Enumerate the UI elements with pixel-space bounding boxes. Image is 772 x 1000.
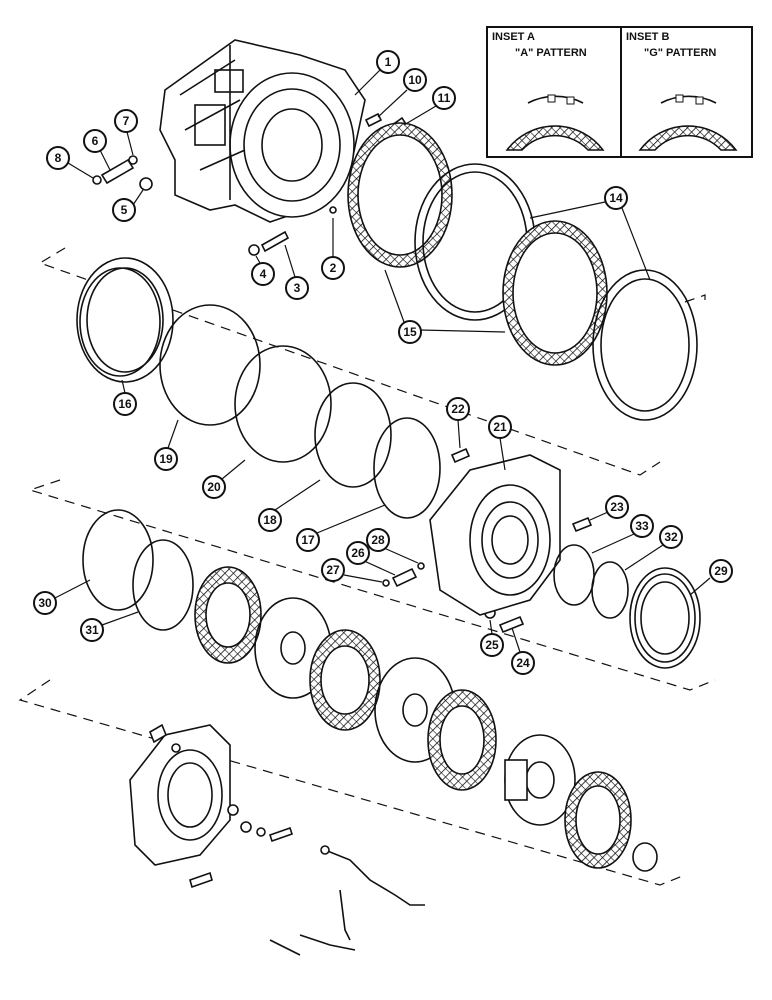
svg-text:8: 8 xyxy=(55,151,62,165)
inset-a-friction-segment xyxy=(505,125,605,151)
svg-text:26: 26 xyxy=(351,546,365,560)
svg-text:22: 22 xyxy=(451,402,465,416)
svg-text:11: 11 xyxy=(438,91,451,105)
callout-11: 11 xyxy=(403,86,456,126)
svg-text:7: 7 xyxy=(123,114,130,128)
callout-27: 27 xyxy=(321,558,383,583)
callout-29: 29 xyxy=(689,559,733,596)
callout-28: 28 xyxy=(366,528,419,564)
callout-6: 6 xyxy=(83,129,111,171)
washer-8 xyxy=(92,175,102,185)
bolt-24 xyxy=(498,615,525,634)
svg-text:6: 6 xyxy=(92,134,99,148)
callout-25: 25 xyxy=(480,619,504,657)
inset-b-pattern: "G" PATTERN xyxy=(644,47,716,59)
clutch-plates-upper xyxy=(347,122,698,421)
callout-19: 19 xyxy=(154,419,179,471)
svg-text:32: 32 xyxy=(664,530,678,544)
callout-8: 8 xyxy=(46,146,94,179)
clutch-pack-lower xyxy=(82,509,497,791)
piston-housing xyxy=(429,454,561,616)
dowel-2 xyxy=(329,206,337,214)
callout-32: 32 xyxy=(624,525,683,571)
callout-18: 18 xyxy=(258,479,321,532)
washer-4 xyxy=(248,244,260,256)
callout-10: 10 xyxy=(377,68,427,118)
svg-text:2: 2 xyxy=(330,261,337,275)
svg-text:33: 33 xyxy=(635,519,649,533)
svg-text:29: 29 xyxy=(714,564,728,578)
svg-text:28: 28 xyxy=(371,533,385,547)
svg-text:21: 21 xyxy=(493,420,507,434)
inset-a-title: INSET A xyxy=(492,31,535,43)
svg-text:20: 20 xyxy=(207,480,221,494)
transmission-housing xyxy=(159,39,366,223)
svg-text:4: 4 xyxy=(260,267,267,281)
callout-2: 2 xyxy=(321,218,345,280)
svg-text:1: 1 xyxy=(385,55,392,69)
callout-21: 21 xyxy=(488,415,512,471)
svg-text:27: 27 xyxy=(326,563,340,577)
bolt-3 xyxy=(260,230,290,253)
svg-text:3: 3 xyxy=(294,281,301,295)
callout-26: 26 xyxy=(346,541,396,576)
plug-5 xyxy=(139,177,153,191)
valve-26 xyxy=(391,567,418,588)
svg-text:18: 18 xyxy=(263,513,277,527)
callout-7: 7 xyxy=(114,109,138,156)
svg-text:31: 31 xyxy=(85,623,99,637)
callout-3: 3 xyxy=(284,244,309,300)
inset-b-title: INSET B xyxy=(626,31,669,43)
callout-30: 30 xyxy=(33,579,91,615)
svg-text:25: 25 xyxy=(485,638,499,652)
callouts: 1 2 3 4 5 6 7 8 10 11 14 15 16 17 18 19 … xyxy=(33,50,733,675)
pin-22 xyxy=(450,447,471,464)
seal-28 xyxy=(417,562,425,570)
callout-1: 1 xyxy=(354,50,400,96)
callout-31: 31 xyxy=(80,611,139,642)
callout-17: 17 xyxy=(296,504,386,552)
svg-text:23: 23 xyxy=(610,500,624,514)
inset-b-friction-segment xyxy=(638,125,738,151)
inset-a-pattern: "A" PATTERN xyxy=(515,47,587,59)
inset-box: INSET A "A" PATTERN INSET B "G" PATTERN xyxy=(486,26,753,158)
svg-text:5: 5 xyxy=(121,203,128,217)
callout-15: 15 xyxy=(384,269,506,344)
callout-5: 5 xyxy=(112,189,144,222)
pin-6 xyxy=(100,158,135,185)
callout-22: 22 xyxy=(446,397,470,449)
bottom-assembly xyxy=(129,723,658,956)
callout-14: 14 xyxy=(529,186,651,281)
callout-23: 23 xyxy=(589,495,629,521)
seals-right xyxy=(553,544,701,669)
svg-text:17: 17 xyxy=(301,533,315,547)
svg-text:15: 15 xyxy=(403,325,417,339)
ball-27 xyxy=(382,579,390,587)
callout-33: 33 xyxy=(591,514,654,554)
callout-20: 20 xyxy=(202,459,246,499)
svg-text:10: 10 xyxy=(408,73,422,87)
pin-23 xyxy=(571,516,593,533)
svg-text:30: 30 xyxy=(38,596,52,610)
svg-text:24: 24 xyxy=(516,656,530,670)
piston-and-seals xyxy=(76,257,441,519)
svg-text:14: 14 xyxy=(609,191,623,205)
svg-text:19: 19 xyxy=(159,452,173,466)
assembly-outlines xyxy=(18,247,716,886)
svg-text:16: 16 xyxy=(118,397,132,411)
callout-16: 16 xyxy=(113,379,137,416)
clip-7 xyxy=(128,155,138,165)
callout-4: 4 xyxy=(251,255,275,286)
callout-24: 24 xyxy=(511,627,535,675)
pin-10 xyxy=(364,112,383,128)
